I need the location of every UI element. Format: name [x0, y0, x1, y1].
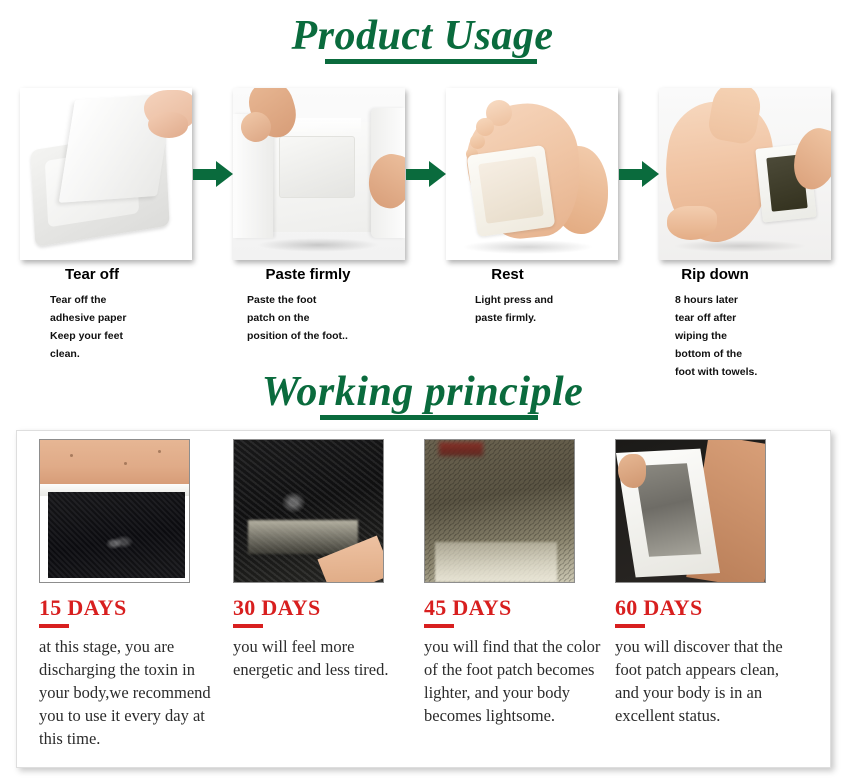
usage-captions-row: Tear off Tear off the adhesive paper Kee…	[0, 266, 845, 378]
step-description-line: foot with towels.	[675, 366, 758, 378]
stage-days-label: 15 DAYS	[39, 595, 127, 620]
stage-photo-15-days	[39, 439, 190, 583]
working-principle-panel: 15 DAYS at this stage, you are dischargi…	[16, 430, 831, 768]
stage-days-label: 45 DAYS	[424, 595, 512, 620]
arrow-right-icon	[192, 161, 233, 187]
stage-description: you will feel more energetic and less ti…	[233, 637, 389, 679]
step-arrow-3-cell	[618, 88, 659, 260]
tear-off-photo	[20, 88, 192, 260]
stage-column-30-days: 30 DAYS you will feel more energetic and…	[233, 439, 429, 769]
stage-column-60-days: 60 DAYS you will discover that the foot …	[615, 439, 811, 769]
step-description-line: paste firmly.	[475, 312, 537, 324]
usage-caption-3: Rest Light press and paste firmly.	[440, 266, 640, 327]
step-description-line: patch on the	[247, 312, 310, 324]
step-description: Paste the foot patch on the position of …	[233, 291, 433, 345]
stage-description: at this stage, you are discharging the t…	[39, 637, 211, 748]
stage-days-label: 60 DAYS	[615, 595, 703, 620]
usage-steps-photo-row	[0, 88, 845, 268]
product-usage-title-block: Product Usage	[0, 0, 845, 65]
step-description-line: Keep your feet	[50, 330, 123, 342]
step-description-line: Tear off the	[50, 294, 107, 306]
title-underline	[324, 59, 537, 65]
step-description-line: Paste the foot	[247, 294, 317, 306]
working-principle-title-block: Working principle	[0, 364, 845, 421]
arrow-right-icon	[405, 161, 446, 187]
step-heading: Rest	[491, 266, 524, 283]
stage-description: you will find that the color of the foot…	[424, 637, 601, 725]
usage-step-photo-4	[659, 88, 831, 260]
usage-step-photo-1	[20, 88, 192, 260]
stage-column-15-days: 15 DAYS at this stage, you are dischargi…	[39, 439, 235, 769]
usage-step-photo-2	[233, 88, 405, 260]
step-arrow-2-cell	[405, 88, 446, 260]
stage-photo-45-days	[424, 439, 575, 583]
stage-photo-30-days	[233, 439, 384, 583]
usage-caption-1: Tear off Tear off the adhesive paper Kee…	[36, 266, 236, 363]
stage-underline	[424, 624, 454, 628]
stage-days-label: 30 DAYS	[233, 595, 321, 620]
rest-photo	[446, 88, 618, 260]
step-arrow-1-cell	[192, 88, 233, 260]
stage-description: you will discover that the foot patch ap…	[615, 637, 783, 725]
step-description-line: Light press and	[475, 294, 554, 306]
section-title: Working principle	[261, 369, 584, 415]
stage-underline	[615, 624, 645, 628]
step-description-line: bottom of the	[675, 348, 743, 360]
stage-underline	[39, 624, 69, 628]
paste-firmly-photo	[233, 88, 405, 260]
step-description-line: clean.	[50, 348, 80, 360]
usage-caption-2: Paste firmly Paste the foot patch on the…	[233, 266, 433, 345]
step-description-line: wiping the	[675, 330, 727, 342]
step-description: 8 hours later tear off after wiping the …	[645, 291, 845, 381]
title-underline	[319, 415, 538, 421]
usage-caption-4: Rip down 8 hours later tear off after wi…	[645, 266, 845, 381]
usage-step-photo-3	[446, 88, 618, 260]
step-heading: Tear off	[65, 266, 119, 283]
page-title: Product Usage	[291, 13, 554, 59]
step-description-line: position of the foot..	[247, 330, 348, 342]
step-description-line: tear off after	[675, 312, 737, 324]
rip-down-photo	[659, 88, 831, 260]
stage-underline	[233, 624, 263, 628]
stage-photo-60-days	[615, 439, 766, 583]
stages-row: 15 DAYS at this stage, you are dischargi…	[17, 439, 832, 769]
step-description: Light press and paste firmly.	[440, 291, 640, 327]
step-description-line: adhesive paper	[50, 312, 127, 324]
step-heading: Rip down	[681, 266, 749, 283]
step-description-line: 8 hours later	[675, 294, 739, 306]
step-heading: Paste firmly	[265, 266, 351, 283]
stage-column-45-days: 45 DAYS you will find that the color of …	[424, 439, 620, 769]
arrow-right-icon	[618, 161, 659, 187]
step-description: Tear off the adhesive paper Keep your fe…	[36, 291, 236, 363]
